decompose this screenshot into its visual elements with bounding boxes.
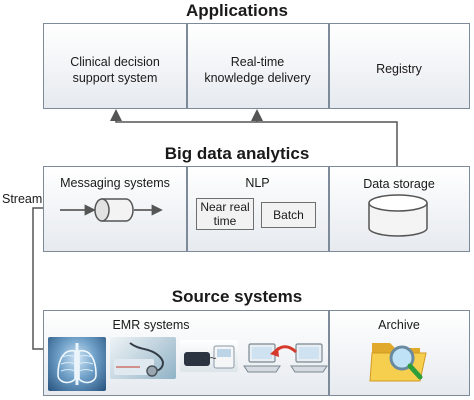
big-data-analytics-title: Big data analytics bbox=[164, 144, 310, 163]
near-real-time-chip: Near real time bbox=[196, 198, 254, 230]
database-icon bbox=[368, 194, 428, 237]
archive-label: Archive bbox=[378, 318, 420, 332]
cylinder-queue-icon bbox=[60, 198, 163, 222]
messaging-systems-label: Messaging systems bbox=[60, 176, 170, 190]
nlp-label: NLP bbox=[245, 176, 270, 190]
xray-image-icon bbox=[48, 337, 106, 391]
stream-connector bbox=[32, 207, 43, 350]
applications-panel: Clinical decision support system Real-ti… bbox=[43, 23, 470, 109]
data-storage-label: Data storage bbox=[363, 177, 435, 191]
divider bbox=[328, 167, 330, 251]
applications-title: Applications bbox=[185, 1, 288, 20]
divider bbox=[328, 311, 330, 395]
divider bbox=[328, 24, 330, 108]
folder-search-icon bbox=[368, 327, 432, 389]
big-data-analytics-panel: Messaging systems NLP Data storage Near … bbox=[43, 166, 470, 252]
emr-systems-label: EMR systems bbox=[112, 318, 190, 332]
computer-transfer-icon bbox=[243, 343, 328, 373]
stethoscope-image-icon bbox=[110, 337, 176, 379]
stream-label: Stream bbox=[2, 192, 43, 206]
source-systems-title: Source systems bbox=[171, 287, 303, 306]
clinical-decision-support-box: Clinical decision support system bbox=[70, 55, 160, 85]
registry-box: Registry bbox=[376, 62, 422, 76]
divider bbox=[186, 167, 188, 251]
divider bbox=[186, 24, 188, 108]
real-time-knowledge-delivery-box: Real-time knowledge delivery bbox=[204, 55, 311, 85]
blood-pressure-image-icon bbox=[180, 340, 238, 372]
batch-chip: Batch bbox=[261, 202, 316, 228]
